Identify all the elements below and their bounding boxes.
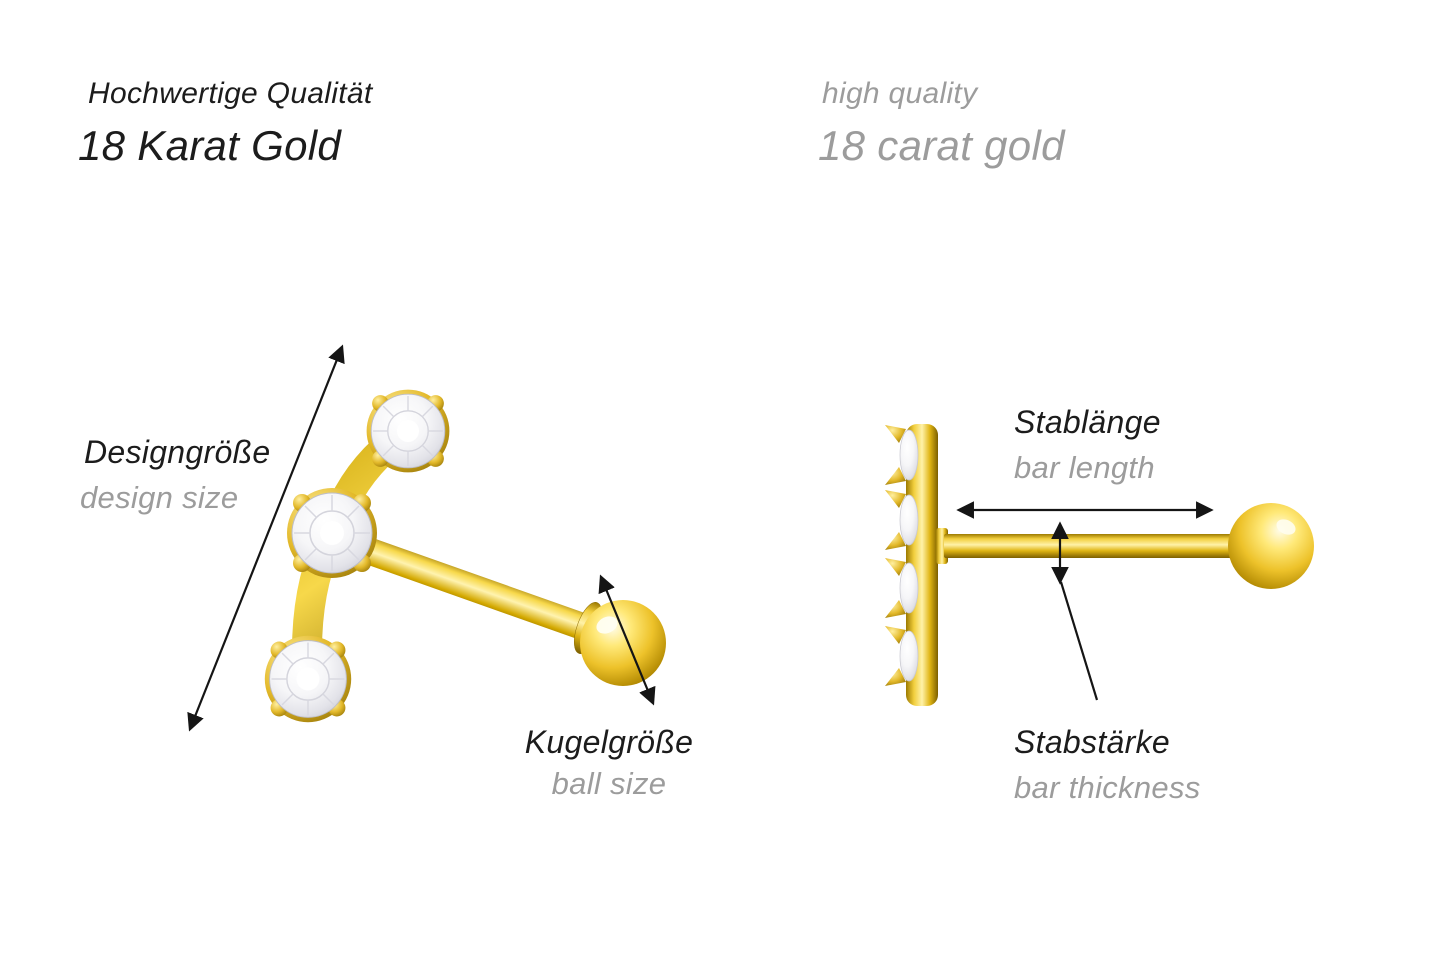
- bar-length-label-de: Stablänge: [1014, 404, 1161, 440]
- header-quality-de: Hochwertige Qualität: [88, 77, 373, 110]
- ball-size-label-en: ball size: [551, 765, 667, 801]
- gem-bottom: [264, 635, 352, 723]
- gem-edges-side: [899, 429, 919, 682]
- header-quality-en: high quality: [822, 77, 978, 110]
- ball-highlight-side: [1276, 519, 1296, 535]
- design-size-arrow: [187, 344, 345, 732]
- prong-claws-side: [885, 425, 906, 686]
- ball-size-label: Kugelgröße ball size: [504, 724, 714, 801]
- bar-thickness-pointer-line: [1059, 581, 1099, 701]
- bar-thickness-label-de: Stabstärke: [1014, 724, 1170, 760]
- jewelry-side-view: [885, 424, 1314, 706]
- header-gold-de: 18 Karat Gold: [78, 122, 342, 169]
- bar-length-label-en: bar length: [1014, 450, 1155, 485]
- barbell-bar-side: [944, 534, 1234, 558]
- gem-middle: [286, 487, 378, 579]
- bar-thickness-label-en: bar thickness: [1014, 770, 1201, 805]
- barbell-ball: [580, 600, 666, 686]
- gem-top: [365, 388, 451, 474]
- barbell-bar: [367, 539, 603, 645]
- jewelry-front-view: [264, 388, 666, 723]
- barbell-ball-side: [1228, 503, 1314, 589]
- design-size-label-en: design size: [80, 480, 239, 515]
- ball-size-arrow: [598, 574, 656, 706]
- header-gold-en: 18 carat gold: [818, 122, 1065, 169]
- ball-size-label-de: Kugelgröße: [524, 724, 694, 760]
- design-size-label-de: Designgröße: [84, 434, 271, 470]
